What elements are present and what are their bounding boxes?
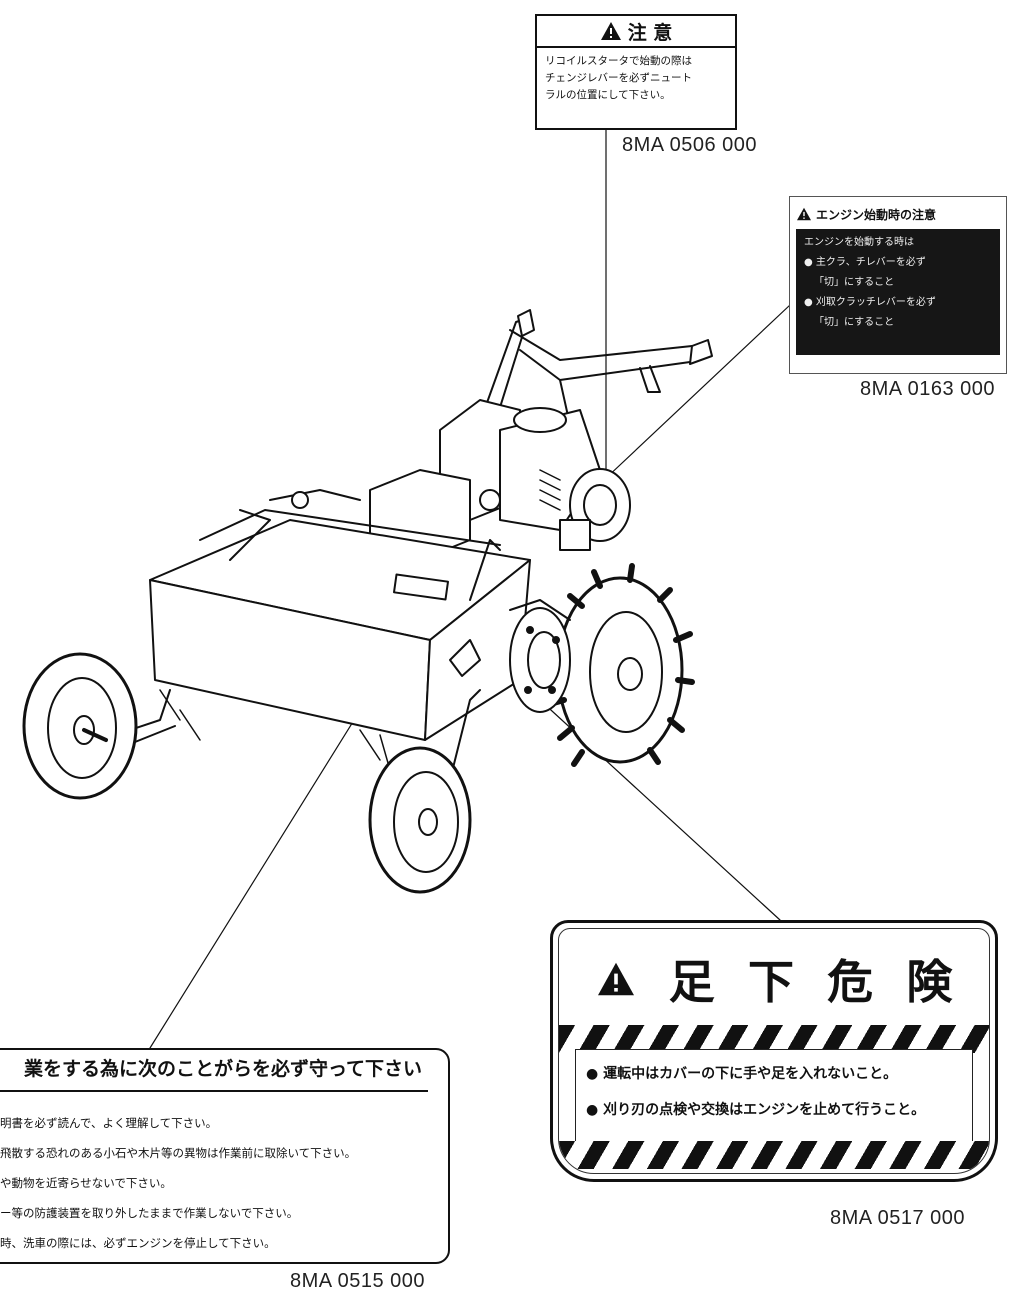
right-caster-wheel	[368, 746, 472, 894]
engine-label-line: ● 主クラ、チレバーを必ず	[804, 257, 926, 268]
gear-drum	[509, 599, 571, 713]
caution-title: 注 意	[627, 21, 673, 44]
danger-item: ● 刈り刃の点検や交換はエンジンを止めて行うこと。	[586, 1102, 926, 1118]
danger-message-box: ● 運転中はカバーの下に手や足を入れないこと。 ● 刈り刃の点検や交換はエンジン…	[575, 1049, 973, 1151]
warning-triangle-icon	[797, 207, 811, 221]
engine-label-line: エンジンを始動する時は	[804, 237, 914, 248]
engine-label-title: エンジン始動時の注意	[816, 207, 937, 222]
left-caster-wheel	[22, 652, 138, 800]
caution-label-header: 注 意	[537, 16, 735, 48]
safety-rules-label: 業をする為に次のことがらを必ず守って下さい 明書を必ず読んで、よく理解して下さい…	[0, 1048, 450, 1264]
engine-label-line: 「切」にすること	[814, 277, 895, 288]
danger-title: 足 下 危 険	[559, 939, 989, 1019]
engine-label-line: ● 刈取クラッチレバーを必ず	[804, 297, 936, 308]
part-number-safety: 8MA 0515 000	[290, 1270, 425, 1292]
danger-title-char: 下	[747, 955, 794, 1009]
safety-item: 明書を必ず読んで、よく理解して下さい。	[0, 1116, 218, 1130]
safety-item: 時、洗車の際には、必ずエンジンを停止して下さい。	[0, 1236, 276, 1250]
danger-label: 足 下 危 険 ● 運転中はカバーの下に手や足を入れないこと。 ● 刈り刃の点検…	[550, 920, 998, 1182]
hazard-stripe-top	[559, 1025, 989, 1053]
danger-title-char: 危	[827, 955, 874, 1009]
part-number-caution: 8MA 0506 000	[622, 134, 757, 156]
safety-item: 飛散する恐れのある小石や木片等の異物は作業前に取除いて下さい。	[0, 1146, 357, 1160]
mower-deck	[149, 509, 531, 771]
title-underline	[0, 1090, 428, 1092]
caution-line: ラルの位置にして下さい。	[545, 89, 671, 101]
danger-item: ● 運転中はカバーの下に手や足を入れないこと。	[586, 1066, 898, 1082]
caution-label: 注 意 リコイルスタータで始動の際は チェンジレバーを必ずニュート ラルの位置に…	[535, 14, 737, 130]
danger-title-char: 足	[668, 955, 715, 1009]
engine-label-line: 「切」にすること	[814, 317, 895, 328]
safety-item: ー等の防護装置を取り外したままで作業しないで下さい。	[0, 1206, 299, 1220]
danger-title-char: 険	[906, 955, 953, 1009]
caution-line: チェンジレバーを必ずニュート	[545, 72, 692, 84]
safety-title: 業をする為に次のことがらを必ず守って下さい	[23, 1058, 422, 1080]
caution-line: リコイルスタータで始動の際は	[545, 55, 692, 67]
warning-triangle-icon	[597, 962, 634, 996]
hazard-stripe-bottom	[559, 1141, 989, 1169]
part-number-engine: 8MA 0163 000	[860, 378, 995, 400]
warning-triangle-icon	[600, 22, 621, 40]
engine-label-body: エンジンを始動する時は ● 主クラ、チレバーを必ず 「切」にすること ● 刈取ク…	[796, 229, 1000, 355]
part-number-danger: 8MA 0517 000	[830, 1207, 965, 1229]
safety-item: や動物を近寄らせないで下さい。	[0, 1176, 172, 1190]
leader-line-engine	[603, 304, 791, 481]
engine-start-label: エンジン始動時の注意 エンジンを始動する時は ● 主クラ、チレバーを必ず 「切」…	[789, 196, 1007, 374]
